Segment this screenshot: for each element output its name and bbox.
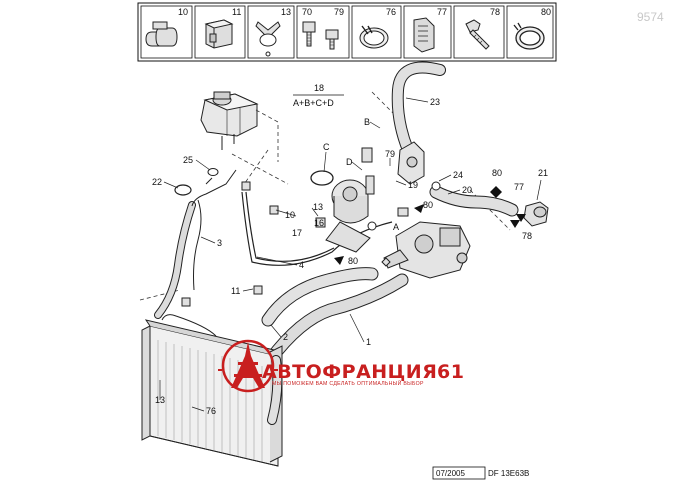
header-ref-78: 78 <box>490 7 500 17</box>
callout-25[interactable]: 25 <box>183 155 193 165</box>
arrow-markers <box>334 186 526 265</box>
parts-header-strip: 10 11 13 <box>137 2 557 62</box>
callout-a[interactable]: A <box>393 222 399 232</box>
kit-label: 18 A+B+C+D <box>293 83 344 108</box>
header-ref-70: 70 <box>302 7 312 17</box>
header-ref-77: 77 <box>437 7 447 17</box>
oil-cooler <box>325 179 371 253</box>
hose-22 <box>391 61 446 156</box>
small-hoses <box>191 169 237 207</box>
header-ref-80: 80 <box>541 7 551 17</box>
logo-number: 61 <box>437 361 464 383</box>
band-clamp-icon <box>513 22 545 50</box>
callout-78[interactable]: 79 <box>385 149 395 159</box>
callout-20[interactable]: 20 <box>462 185 472 195</box>
callout-3[interactable]: 3 <box>217 238 222 248</box>
callout-23[interactable]: 24 <box>453 170 463 180</box>
header-cell-70-79[interactable]: 70 79 <box>296 5 350 59</box>
header-ref-76: 76 <box>386 7 396 17</box>
callout-13-pump[interactable]: 13 <box>313 202 323 212</box>
header-cell-13[interactable]: 13 <box>247 5 295 59</box>
watermark-id: 9574 <box>637 10 664 24</box>
header-cell-11[interactable]: 11 <box>194 5 246 59</box>
kit-number: 18 <box>314 83 324 93</box>
expansion-tank <box>200 91 259 150</box>
callout-1[interactable]: 1 <box>366 337 371 347</box>
pipe-clip-icon <box>413 17 435 53</box>
callout-16[interactable]: 16 <box>314 218 324 228</box>
ring-24 <box>174 184 192 196</box>
callout-10-main[interactable]: 10 <box>285 210 295 220</box>
header-cell-10[interactable]: 10 <box>140 5 193 59</box>
header-cell-76[interactable]: 76 <box>351 5 402 59</box>
callout-77[interactable]: 76 <box>206 406 216 416</box>
callout-11[interactable]: 11 <box>231 286 240 296</box>
footer-code: DF 13E63B <box>488 469 529 478</box>
kit-formula: A+B+C+D <box>293 98 334 108</box>
callout-79[interactable]: 80 <box>492 168 502 178</box>
logo-text: АВТОФРАНЦИЯ <box>262 361 437 383</box>
outlet-housing <box>397 141 425 185</box>
radiator <box>141 314 283 467</box>
diagram-footer: 07/2005 DF 13E63B <box>432 466 529 480</box>
callout-76-upper[interactable]: 77 <box>514 182 524 192</box>
callout-2[interactable]: 2 <box>283 332 288 342</box>
o-ring-c <box>310 170 334 186</box>
bolt-icon <box>302 21 339 50</box>
header-cell-80[interactable]: 80 <box>506 5 554 59</box>
hose-3 <box>154 199 202 319</box>
callout-80-upper[interactable]: 80 <box>423 200 433 210</box>
callout-80-lower[interactable]: 80 <box>348 256 358 266</box>
hose-1 <box>263 273 409 367</box>
header-ref-13: 13 <box>281 7 291 17</box>
callout-labels: 23 B C 79 D 19 24 20 80 21 77 78 80 A 80… <box>152 97 548 416</box>
brand-logo: АВТОФРАНЦИЯ 61 МЫ ПОМОЖЕМ ВАМ СДЕЛАТЬ ОП… <box>218 339 464 393</box>
footer-date: 07/2005 <box>436 469 465 478</box>
bolt-icon <box>465 19 490 50</box>
callout-leaders <box>159 97 542 412</box>
header-ref-10: 10 <box>178 7 188 17</box>
ring-25 <box>207 168 219 176</box>
double-clip-icon <box>145 21 178 47</box>
eiffel-tower-icon <box>218 339 278 393</box>
callout-c[interactable]: C <box>323 142 330 152</box>
callout-17[interactable]: 17 <box>292 228 302 238</box>
callout-21[interactable]: 21 <box>538 168 548 178</box>
logo-tagline: МЫ ПОМОЖЕМ ВАМ СДЕЛАТЬ ОПТИМАЛЬНЫЙ ВЫБОР <box>272 379 424 387</box>
header-ref-11: 11 <box>232 7 241 17</box>
radiator-lower-hose <box>267 355 283 425</box>
header-cell-78[interactable]: 78 <box>453 5 505 59</box>
thermostat-housing <box>383 221 471 279</box>
callout-22[interactable]: 23 <box>430 97 440 107</box>
hose-clamp-icon <box>359 25 389 49</box>
callout-24[interactable]: 22 <box>152 177 162 187</box>
callout-19[interactable]: 19 <box>408 180 418 190</box>
callout-4[interactable]: 4 <box>299 260 304 270</box>
callout-b[interactable]: B <box>364 117 370 127</box>
hose-20 <box>429 185 519 217</box>
hose-clip-icon <box>255 21 281 57</box>
square-clip-icon <box>204 19 234 49</box>
callout-d[interactable]: D <box>346 157 353 167</box>
callout-76-lower[interactable]: 78 <box>522 231 532 241</box>
connector-21 <box>523 201 549 227</box>
header-ref-79: 79 <box>334 7 344 17</box>
hose-2 <box>261 267 379 327</box>
header-cell-77[interactable]: 77 <box>403 5 452 59</box>
